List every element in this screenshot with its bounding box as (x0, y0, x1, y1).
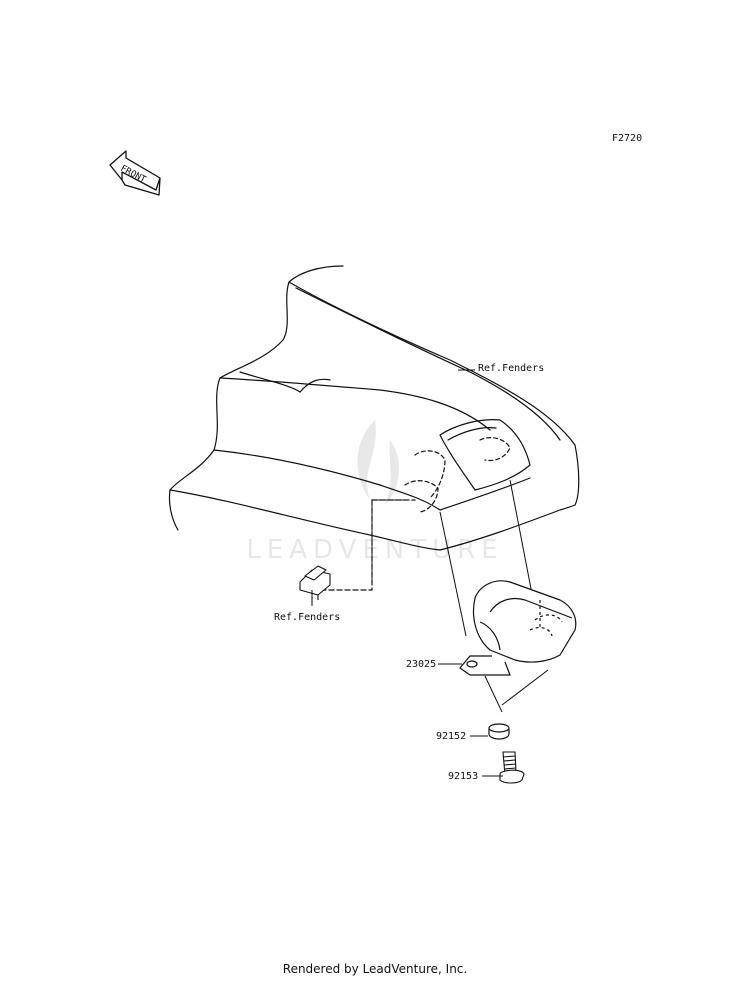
ref-fenders-top-label: Ref.Fenders (478, 363, 544, 374)
part-92152-label: 92152 (436, 731, 466, 742)
washer-part (488, 723, 510, 740)
diagram-id: F2720 (612, 133, 642, 144)
fender-body (168, 265, 580, 591)
part-92153-label: 92153 (448, 771, 478, 782)
watermark-text: LEADVENTURE (246, 535, 503, 565)
footer-credit: Rendered by LeadVenture, Inc. (282, 962, 468, 976)
ref-fenders-left-label: Ref.Fenders (274, 612, 340, 623)
license-lamp-part (459, 580, 577, 676)
clip-nut-part (299, 565, 331, 604)
assembly-lines-lower (484, 669, 549, 713)
part-23025-label: 23025 (406, 659, 436, 670)
screw-part (499, 751, 525, 784)
front-arrow-icon: FRONT (109, 150, 161, 196)
